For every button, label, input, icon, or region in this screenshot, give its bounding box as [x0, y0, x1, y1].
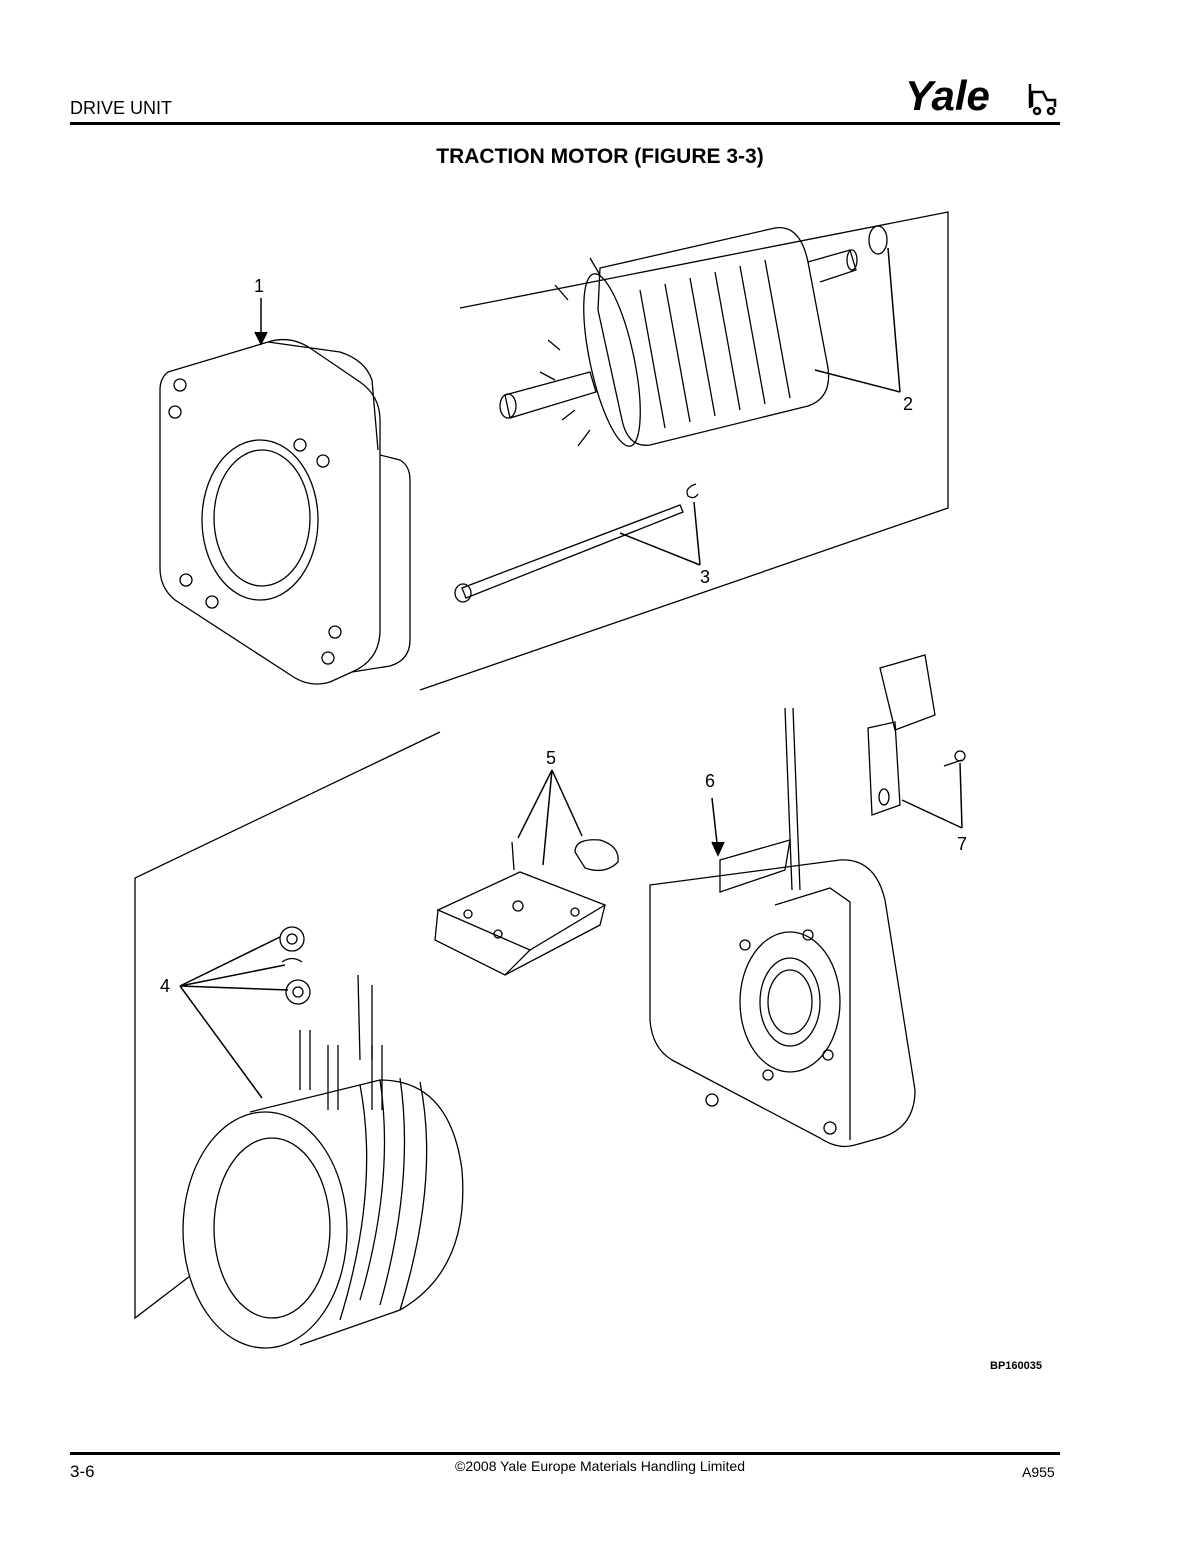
copyright-notice: ©2008 Yale Europe Materials Handling Lim…	[455, 1458, 745, 1474]
brush-end-housing	[649, 707, 916, 1148]
callout-5: 5	[546, 748, 556, 768]
brush-holder-plate	[434, 839, 619, 976]
callout-4: 4	[160, 976, 170, 996]
brand-wordmark: Yale	[905, 72, 990, 119]
upper-group-frame	[419, 211, 949, 691]
footer-rule	[70, 1452, 1060, 1455]
yale-logo: Yale	[905, 70, 1065, 120]
end-housing	[159, 338, 411, 685]
figure-title: TRACTION MOTOR (FIGURE 3-3)	[436, 145, 764, 168]
callout-6: 6	[705, 771, 715, 791]
callout-3: 3	[700, 567, 710, 587]
header-rule	[70, 122, 1060, 125]
armature	[499, 225, 888, 447]
lower-group-frame	[134, 731, 441, 1320]
through-bolt	[454, 483, 699, 603]
stator-field-coil	[182, 926, 464, 1349]
exploded-view-drawing: 1 2 3 4 5 6 7	[134, 211, 967, 1349]
callout-leaders	[179, 247, 963, 1099]
section-title: DRIVE UNIT	[70, 98, 173, 118]
speed-sensor	[867, 654, 966, 816]
callout-2: 2	[903, 394, 913, 414]
forklift-icon	[1028, 84, 1057, 116]
callout-1: 1	[254, 276, 264, 296]
callout-7: 7	[957, 834, 967, 854]
page-number: 3-6	[70, 1462, 95, 1481]
figure-code: BP160035	[990, 1360, 1042, 1372]
document-code: A955	[1022, 1464, 1055, 1480]
